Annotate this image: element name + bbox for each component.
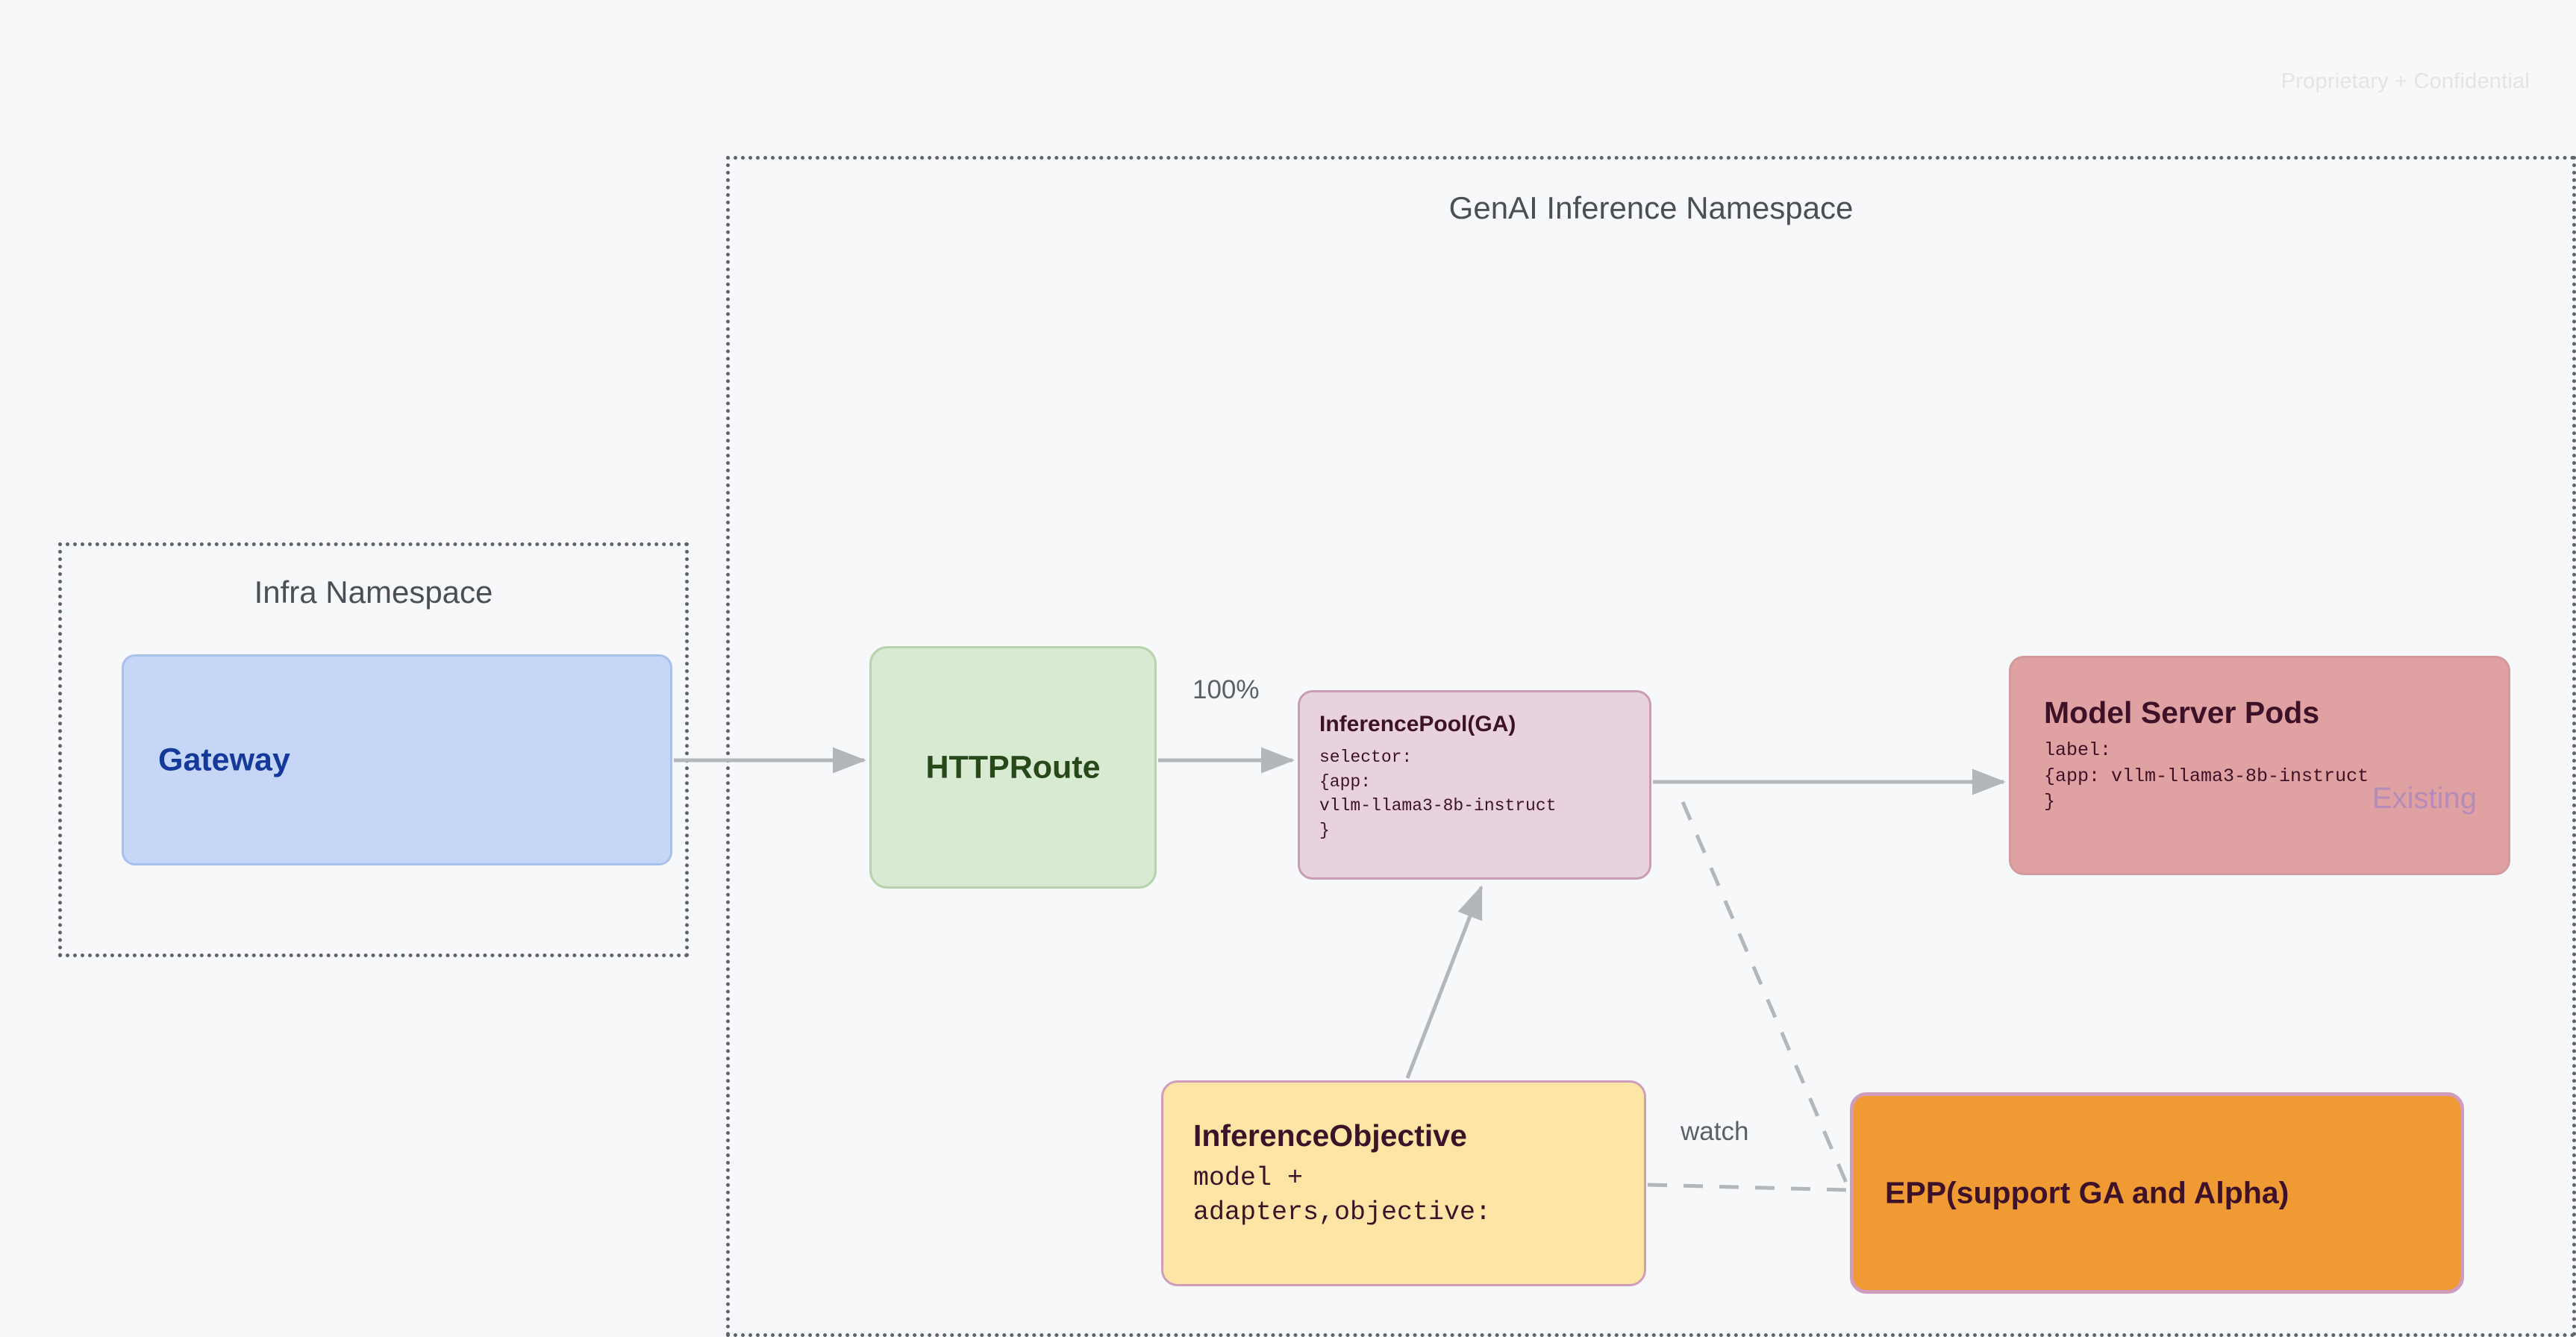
genai-inference-namespace-container [726, 156, 2576, 1337]
infra-namespace-title: Infra Namespace [254, 574, 493, 610]
node-model-server-pods[interactable]: Model Server Pods label: {app: vllm-llam… [2009, 656, 2510, 875]
node-epp[interactable]: EPP(support GA and Alpha) [1850, 1092, 2464, 1294]
model-server-pods-spec: label: {app: vllm-llama3-8b-instruct } [2044, 739, 2369, 812]
inferencepool-title: InferencePool(GA) [1319, 712, 1516, 736]
httproute-label: HTTPRoute [925, 749, 1101, 785]
node-gateway[interactable]: Gateway [122, 654, 672, 865]
gateway-label: Gateway [158, 742, 290, 777]
edge-label-traffic-weight: 100% [1192, 675, 1260, 704]
epp-label: EPP(support GA and Alpha) [1885, 1175, 2289, 1210]
infra-namespace-container [58, 542, 689, 957]
inference-objective-spec: model + adapters,objective: [1193, 1163, 1492, 1228]
existing-badge: Existing [2372, 782, 2477, 815]
inference-objective-title: InferenceObjective [1193, 1118, 1467, 1153]
genai-inference-namespace-title: GenAI Inference Namespace [1448, 190, 1854, 225]
model-server-pods-title: Model Server Pods [2044, 695, 2320, 730]
inferencepool-spec: selector: {app: vllm-llama3-8b-instruct … [1319, 748, 1557, 840]
node-inferencepool[interactable]: InferencePool(GA) selector: {app: vllm-l… [1298, 690, 1651, 880]
confidential-note: Proprietary + Confidential [2280, 69, 2530, 93]
node-httproute[interactable]: HTTPRoute [869, 646, 1157, 889]
node-inference-objective[interactable]: InferenceObjective model + adapters,obje… [1161, 1080, 1646, 1286]
edge-label-watch: watch [1681, 1117, 1749, 1146]
